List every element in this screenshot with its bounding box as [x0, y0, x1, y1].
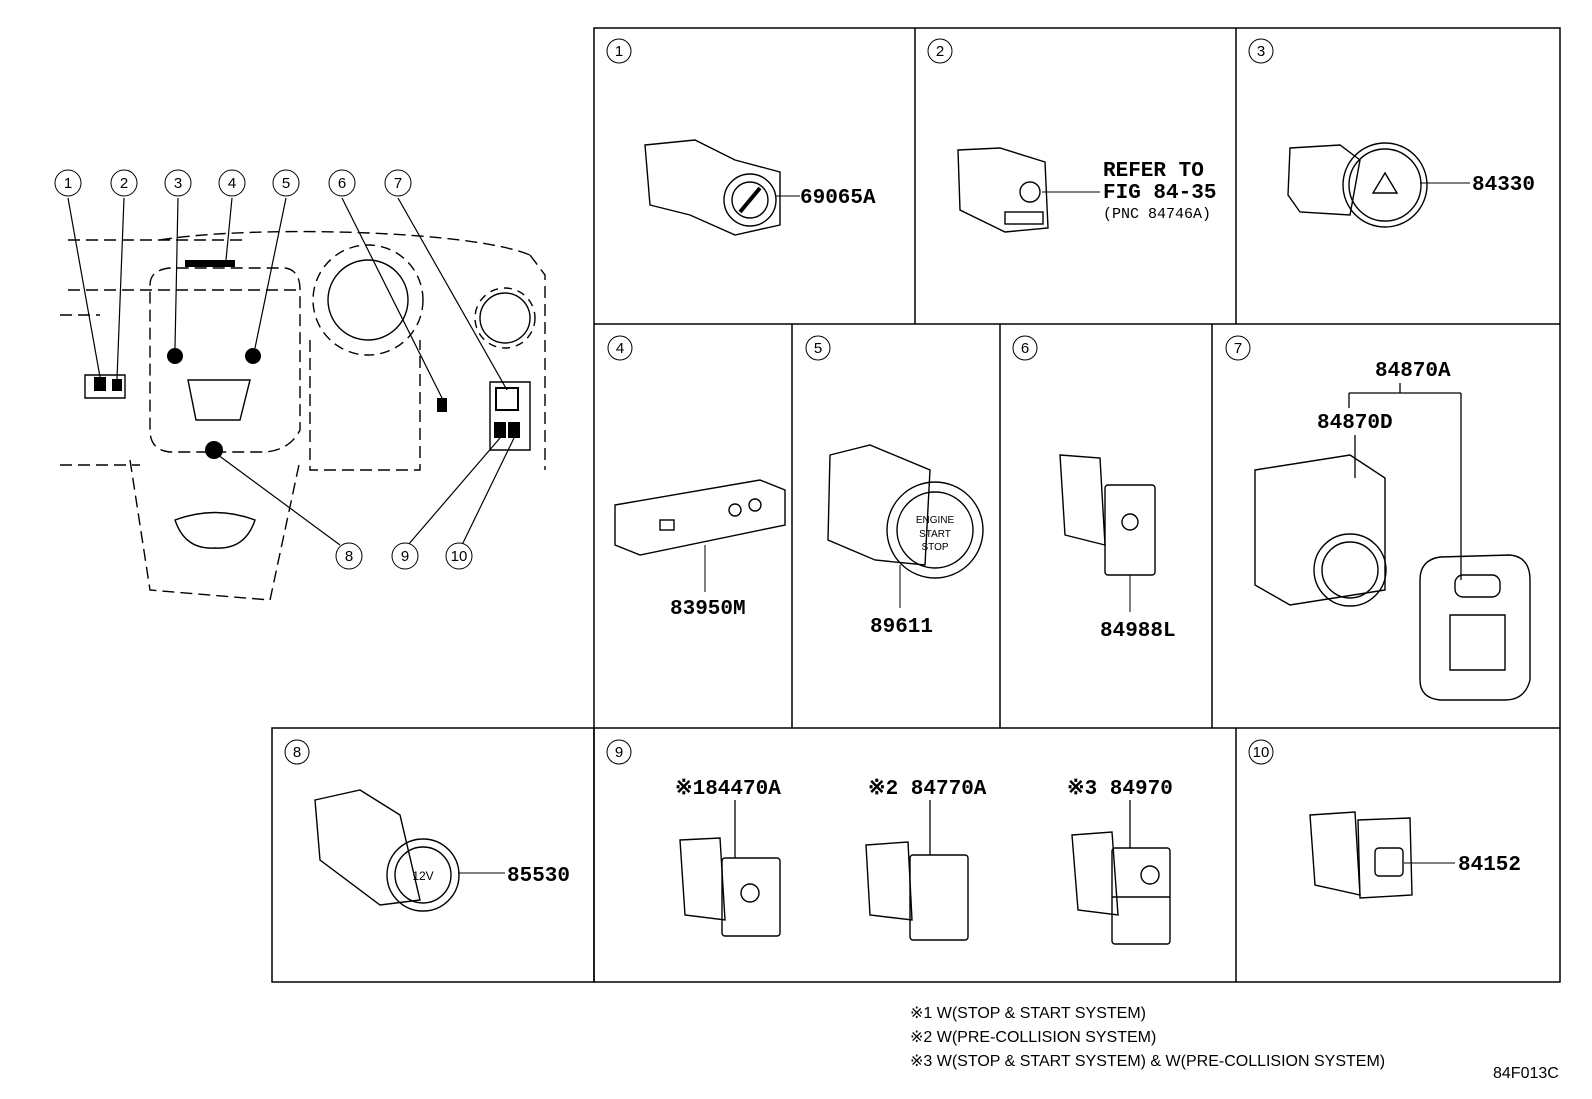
- overview-callout-6: 6: [328, 169, 356, 197]
- panel-9: 9 ※184470A ※2 84770A ※3 84970: [606, 739, 1173, 945]
- svg-text:12V: 12V: [412, 869, 433, 883]
- cigarette-style-switch-drawing: [644, 139, 781, 236]
- refer-line-1: REFER TO: [1103, 160, 1204, 183]
- switch-location-markers: [94, 260, 520, 459]
- svg-text:3: 3: [174, 175, 182, 192]
- svg-text:ENGINE: ENGINE: [916, 515, 955, 526]
- eco-off-switch-drawing: [679, 837, 781, 937]
- panel-6-number: 6: [1021, 340, 1029, 357]
- overview-callout-8: 8: [335, 542, 363, 570]
- svg-text:STOP: STOP: [921, 542, 948, 553]
- part-84770A: ※2 84770A: [868, 777, 987, 801]
- overview-callout-9: 9: [391, 542, 419, 570]
- overview-callout-7: 7: [384, 169, 412, 197]
- part-85530: 85530: [507, 865, 570, 888]
- panel-2-number: 2: [936, 43, 944, 60]
- overview-leader-lines: [67, 197, 515, 546]
- panel-2: 2 REFER TO FIG 84-35 (PNC 84746A): [927, 38, 1216, 233]
- svg-text:9: 9: [401, 548, 409, 565]
- svg-text:8: 8: [345, 548, 353, 565]
- part-89611: 89611: [870, 616, 933, 639]
- multi-switch-bar-drawing: [614, 479, 786, 556]
- mirror-switch-drawing: [1254, 454, 1531, 701]
- footnote-3: ※3 W(STOP & START SYSTEM) & W(PRE-COLLIS…: [910, 1053, 1386, 1070]
- overview-callout-1: 1: [54, 169, 82, 197]
- panel-4: 4 83950M: [607, 335, 786, 621]
- part-84970: ※3 84970: [1067, 777, 1173, 801]
- svg-text:6: 6: [338, 175, 346, 192]
- engine-start-switch-drawing: ENGINE START STOP: [827, 444, 984, 579]
- svg-text:2: 2: [120, 175, 128, 192]
- svg-text:5: 5: [282, 175, 290, 192]
- panel-10: 10 84152: [1248, 739, 1521, 899]
- part-69065A: 69065A: [800, 187, 876, 210]
- panel-3: 3 84330: [1248, 38, 1535, 228]
- part-84988L: 84988L: [1100, 620, 1176, 643]
- overview-callout-5: 5: [272, 169, 300, 197]
- panel-1: 1 69065A: [606, 38, 876, 236]
- refer-line-3: (PNC 84746A): [1103, 206, 1211, 223]
- overview-callout-2: 2: [110, 169, 138, 197]
- panel-8: 8 12V 85530: [284, 739, 570, 912]
- panel-5-number: 5: [814, 340, 822, 357]
- panel-grid: [271, 27, 1561, 983]
- panel-10-number: 10: [1253, 744, 1270, 761]
- part-84870D: 84870D: [1317, 412, 1393, 435]
- part-84870A: 84870A: [1375, 360, 1451, 383]
- refer-line-2: FIG 84-35: [1103, 182, 1216, 205]
- overview-callouts: 1 2 3 4 5 6 7 8 9 10: [54, 169, 473, 570]
- panel-5: 5 ENGINE START STOP 89611: [805, 335, 984, 639]
- svg-text:10: 10: [451, 548, 468, 565]
- panel-1-number: 1: [615, 43, 623, 60]
- svg-text:7: 7: [394, 175, 402, 192]
- panel-3-number: 3: [1257, 43, 1265, 60]
- dual-switch-drawing: [1071, 831, 1171, 945]
- part-84330: 84330: [1472, 174, 1535, 197]
- pre-collision-switch-drawing: [865, 841, 969, 941]
- headlamp-leveling-switch-drawing: [1309, 811, 1413, 899]
- panel-9-number: 9: [615, 744, 623, 761]
- panel-7-number: 7: [1234, 340, 1242, 357]
- set-switch-drawing: [957, 147, 1049, 233]
- footnote-1: ※1 W(STOP & START SYSTEM): [910, 1005, 1146, 1022]
- overview-callout-3: 3: [164, 169, 192, 197]
- overview-callout-4: 4: [218, 169, 246, 197]
- figure-code: 84F013C: [1493, 1065, 1559, 1082]
- power-outlet-drawing: 12V: [314, 789, 460, 912]
- panel-7: 7 84870A 84870D: [1225, 335, 1531, 701]
- svg-text:1: 1: [64, 175, 72, 192]
- svg-text:4: 4: [228, 175, 236, 192]
- hazard-switch-drawing: [1287, 142, 1428, 228]
- overview-callout-10: 10: [445, 542, 473, 570]
- dashboard-overview: [60, 230, 546, 601]
- part-84152: 84152: [1458, 854, 1521, 877]
- part-83950M: 83950M: [670, 598, 746, 621]
- footnote-2: ※2 W(PRE-COLLISION SYSTEM): [910, 1029, 1157, 1046]
- vsc-off-switch-drawing: [1059, 454, 1156, 576]
- panel-4-number: 4: [616, 340, 624, 357]
- panel-6: 6 84988L: [1012, 335, 1176, 643]
- svg-text:START: START: [919, 529, 951, 540]
- part-84470A: ※184470A: [675, 777, 781, 801]
- panel-8-number: 8: [293, 744, 301, 761]
